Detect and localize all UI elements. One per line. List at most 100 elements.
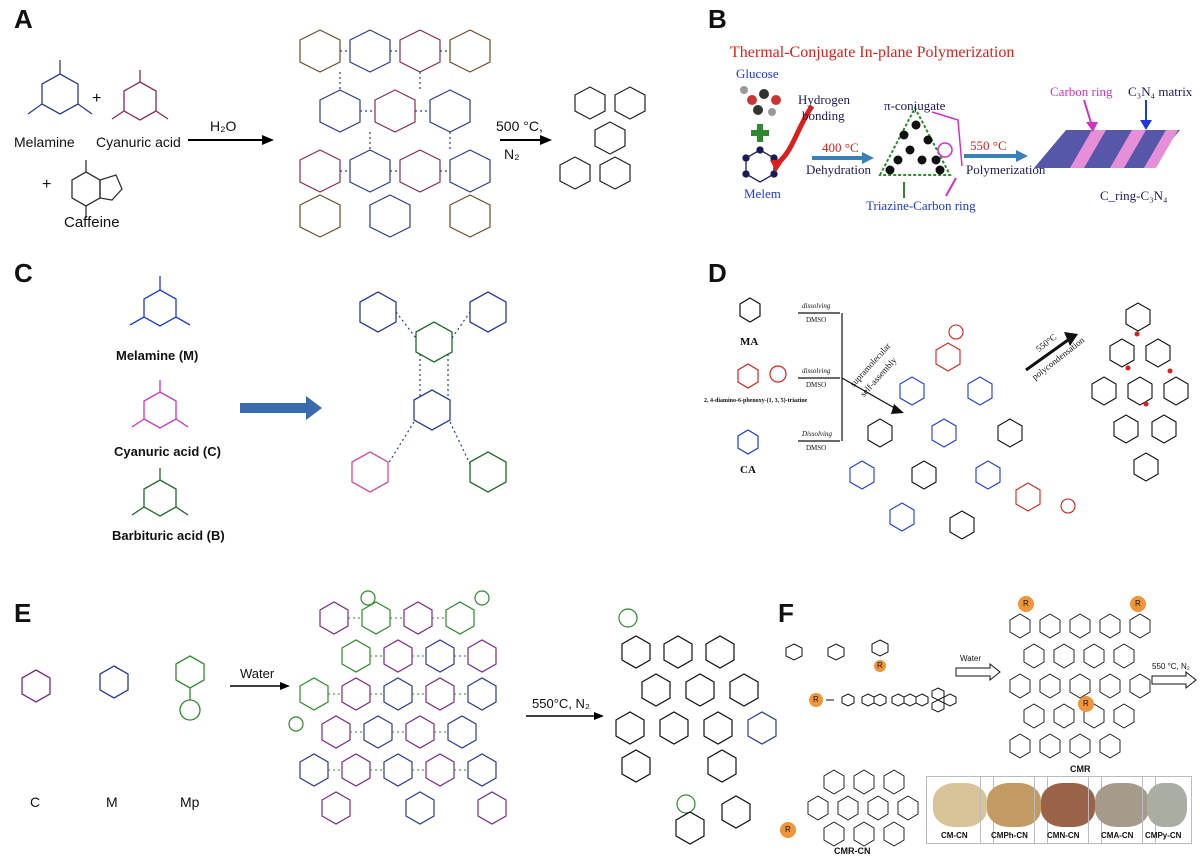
panel-f-label: F [778,598,794,628]
c3n4-matrix-label: C₃N₄ matrix [1128,84,1193,99]
e-mp-structure [175,655,205,721]
panel-d: D [700,250,1200,550]
dissolving-label-2: dissolving [802,367,831,375]
f-r-symbol-2: R [813,695,819,704]
sample-color-swatch [933,783,987,827]
dehydration-label: Dehydration [806,162,871,177]
hydrogen-bond-network [299,29,491,238]
ca-structure [737,429,759,455]
panel-a: A [0,0,646,250]
pi-conjugate-label: π-conjugate [884,98,946,113]
panel-b-diagram [740,86,1180,198]
glucose-molecule [740,86,781,116]
melamine-label: Melamine [14,134,75,150]
f-r-symbol-4: R [1135,599,1141,608]
cyanuric-acid-label: Cyanuric acid [96,134,181,150]
f-water-label: Water [960,654,982,663]
sample-photo: CM-CN [926,776,994,844]
panel-c-diagram [129,276,507,517]
sample-label: CM-CN [941,831,968,840]
panel-b: B Thermal-Conjugate In-plane Polymerizat… [700,0,1200,250]
caffeine-label: Caffeine [64,214,120,231]
panel-d-label: D [708,258,727,288]
panel-e: E [0,590,780,857]
melamine-m-structure [129,276,191,327]
carbon-ring-label: Carbon ring [1050,84,1113,99]
d-assembly-network [849,324,1076,540]
hydrogen-bonding-label-1: Hydrogen [798,92,850,107]
f-r-badge-3 [1018,596,1034,612]
panel-f-diagram [780,596,1197,847]
sample-label: CMA-CN [1101,831,1134,840]
e-c-label: C [30,794,41,810]
sample-photo: CMA-CN [1088,776,1156,844]
cyanuric-acid-c-structure [131,380,189,429]
triazine-carbon-ring [878,105,953,176]
f-r-badge-4 [1130,596,1146,612]
f-condition-label: 550 °C, N₂ [1152,662,1190,671]
panel-b-title: Thermal-Conjugate In-plane Polymerizatio… [730,44,1015,61]
panel-c-label: C [14,258,33,288]
panel-a-label: A [14,4,33,34]
glucose-label: Glucose [736,66,779,81]
sample-label: CMPh-CN [991,831,1028,840]
ma-structure [739,297,761,323]
melem-molecule [742,146,778,183]
e-m-label: M [106,794,118,810]
temperature-label: 500 °C, [496,118,543,134]
f-r-badge-5 [1078,696,1094,712]
temp-550-label: 550 °C [970,138,1007,153]
triazine-carbon-ring-label: Triazine-Carbon ring [866,198,976,213]
panel-b-label: B [708,4,727,34]
plus-sign-1: + [92,90,102,107]
e-water-label: Water [240,666,275,681]
cmr-cn-network [807,769,919,847]
f-reagents [785,639,889,661]
sample-label: CMPy-CN [1145,831,1182,840]
dmso-label-2: DMSO [806,381,827,389]
d-product-network [1091,302,1189,482]
polymerization-label: Polymerization [966,162,1046,177]
sample-color-swatch [987,783,1041,827]
f-r-symbol-5: R [1083,699,1089,708]
cyanuric-acid-c-label: Cyanuric acid (C) [114,444,221,459]
f-r-symbol-6: R [785,825,791,834]
product-label: C_ring-C₃N₄ [1100,188,1168,203]
sample-color-swatch [1147,783,1187,827]
ca-label: CA [740,464,756,476]
dmso-label-3: DMSO [806,444,827,452]
f-r-badge-2 [809,693,823,707]
dmso-label-1: DMSO [806,316,827,324]
dissolving-label-3: Dissolving [802,430,832,438]
sample-label: CMN-CN [1047,831,1080,840]
melem-label: Melem [744,186,781,201]
sample-color-swatch [1041,783,1095,827]
cyanuric-acid-structure [111,70,169,121]
barbituric-acid-b-structure [131,468,189,517]
c3n4-sheet [1034,130,1180,168]
sample-photo: CMPy-CN [1142,776,1192,844]
f-r-badge-6 [780,822,796,838]
panel-c: C Melamine (M) Cyanu [0,250,600,550]
phenoxy-triazine-label: 2, 4-diamino-6-phenoxy-(1, 3, 5)-triazin… [704,398,808,404]
panel-e-diagram [21,590,777,845]
cmr-label: CMR [1070,764,1091,774]
hydrogen-bonding-label-2: bonding [802,108,845,123]
cmr-cn-label: CMR-CN [834,846,871,856]
carbon-nitride-product [559,86,646,190]
temp-400-label: 400 °C [822,140,859,155]
e-melamine-structure [99,665,129,699]
sample-photo: CMN-CN [1034,776,1102,844]
dissolving-label-1: dissolving [802,302,831,310]
caffeine-structure [71,160,123,218]
sample-color-swatch [1095,783,1149,827]
barbituric-acid-b-label: Barbituric acid (B) [112,528,225,543]
solvent-label: H₂O [210,118,237,134]
panel-d-diagram [737,297,1189,540]
melamine-m-label: Melamine (M) [116,348,199,363]
f-r-badge-1 [874,660,886,672]
f-r-symbol-1: R [877,661,883,670]
f-r-symbol-3: R [1023,599,1029,608]
panel-e-label: E [14,598,32,628]
panel-f: F [770,580,1200,857]
